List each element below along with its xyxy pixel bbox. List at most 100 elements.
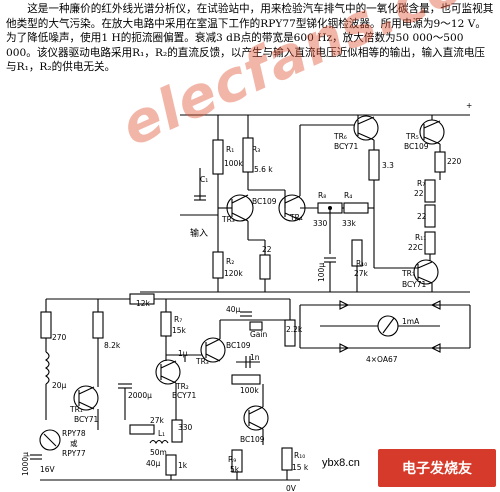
r22c-emitter-label: 22 (262, 245, 272, 254)
r12k-value: 12k (136, 299, 151, 308)
c100u-label: 100μ (317, 263, 326, 282)
resistor-8-2k (92, 311, 104, 339)
rpy78-label: RPY78 (62, 429, 86, 438)
r22b-value: 22 (417, 212, 427, 221)
r5k-value: 5k (230, 465, 240, 474)
c50m-label: 50m (150, 448, 167, 457)
r9-label: R₉ (228, 455, 236, 464)
tr2-label: TR₂ (175, 382, 189, 391)
r15k-value: 15k (172, 326, 187, 335)
r3-label: R₃ (252, 145, 260, 154)
r270-value: 270 (52, 333, 67, 342)
bc109-d-type: BC109 (240, 435, 265, 444)
tr4-label: TR₄ (289, 213, 303, 222)
r7b-label: R₇ (174, 315, 182, 324)
meter-label: 1mA (402, 317, 420, 326)
resistor-r4 (343, 202, 369, 214)
r220-value: 220 (447, 157, 462, 166)
transistor-tr3-lower (200, 337, 226, 363)
tr7-label: TR₇ (401, 269, 415, 278)
r100k-b-value: 100k (240, 386, 259, 395)
resistor-r7-15k (160, 311, 172, 337)
resistor-27k (129, 424, 155, 435)
r3-value: 5.6 k (254, 165, 273, 174)
resistor-r7 (424, 179, 436, 203)
r2-label: R₂ (226, 257, 234, 266)
tr2-type: BCY71 (172, 391, 196, 400)
transistor-tr1 (73, 385, 99, 411)
r27k-b-value: 27k (150, 416, 165, 425)
tr3-type: BC109 (252, 197, 277, 206)
r8-label: R₈ (318, 191, 326, 200)
transistor-bc109-lower (243, 405, 269, 431)
tr6-type: BCY71 (334, 142, 358, 151)
tr1-type: BCY71 (74, 415, 98, 424)
c1-label: C₁ (200, 175, 208, 184)
input-label: 输入 (190, 227, 208, 239)
rpy77-label: RPY77 (62, 449, 86, 458)
resistor-3-3 (368, 149, 380, 181)
footer-url: ybx8.cn (322, 457, 360, 469)
resistor-r2 (212, 251, 224, 279)
c2000u-label: 2000μ (128, 391, 152, 400)
tr5-label: TR₅ (405, 132, 419, 141)
r3-3-value: 3.3 (382, 161, 394, 170)
ov-label: 0V (286, 484, 297, 492)
r330-b-value: 330 (178, 423, 193, 432)
r10-label: R₁₀ (356, 259, 367, 268)
tr3-lower-type: BC109 (226, 341, 251, 350)
plus-label: + (466, 101, 472, 110)
diodes-label: 4×OA67 (366, 355, 398, 364)
gain-label: Gain (250, 330, 267, 339)
gain-pot (249, 321, 263, 331)
r11-value: 22C (408, 243, 423, 252)
c40u-b-label: 40μ (146, 459, 161, 468)
tr3-lower-label: TR₃ (195, 357, 209, 366)
tr6-label: TR₆ (333, 132, 347, 141)
resistor-220 (434, 151, 446, 173)
c20u-label: 20μ (52, 381, 67, 390)
resistor-r11 (424, 231, 436, 255)
choke-inductor (45, 351, 50, 385)
resistor-270 (40, 311, 52, 339)
description-text: 这是一种廉价的红外线光谱分析仪，在试验站中，用来检验汽车排气中的一氧化碳含量，也… (6, 2, 494, 75)
tr5-type: BC109 (404, 142, 429, 151)
r10-value: 27k (354, 269, 369, 278)
resistor-22-emitter (259, 254, 271, 280)
tr7-type: BCY71 (402, 280, 426, 289)
r8-2k-value: 8.2k (104, 341, 121, 350)
r7-label: R₇ (417, 179, 425, 188)
resistor-22 (424, 204, 436, 228)
resistor-1k (165, 454, 177, 476)
r2-2k-value: 2.2k (286, 325, 303, 334)
r15k-b-value: 15 k (292, 463, 309, 472)
resistor-100k-fb (231, 374, 261, 385)
l1-label: L₁ (158, 429, 165, 438)
r4-label: R₄ (344, 191, 352, 200)
r1-label: R₁ (226, 145, 234, 154)
tr1-label: TR₁ (69, 405, 83, 414)
resistor-r3 (242, 137, 254, 173)
description-paragraph: 这是一种廉价的红外线光谱分析仪，在试验站中，用来检验汽车排气中的一氧化碳含量，也… (6, 3, 494, 74)
r1k-value: 1k (178, 461, 188, 470)
r2-value: 120k (224, 269, 243, 278)
r1-value: 100k (224, 159, 243, 168)
resistor-330-lower (171, 419, 183, 443)
resistor-r10-lower (281, 447, 293, 471)
transistor-tr2 (155, 359, 181, 385)
c1n-label: 1n (250, 353, 260, 362)
v16-label: 16V (40, 465, 56, 474)
r8-value: 330 (313, 219, 328, 228)
r11-label: R₁₁ (415, 233, 426, 242)
inductor-l1 (149, 439, 169, 445)
tr3-label: TR₃ (221, 215, 235, 224)
r7-value: 22 (414, 189, 424, 198)
c1000u-label: 1000μ (21, 452, 30, 476)
c1u-label: 1μ (178, 349, 188, 358)
r4-value: 33k (342, 219, 357, 228)
resistor-r1 (212, 139, 224, 175)
or-label: 或 (70, 438, 78, 448)
resistor-2-2k (284, 319, 296, 347)
r10b-label: R₁₀ (294, 451, 305, 460)
